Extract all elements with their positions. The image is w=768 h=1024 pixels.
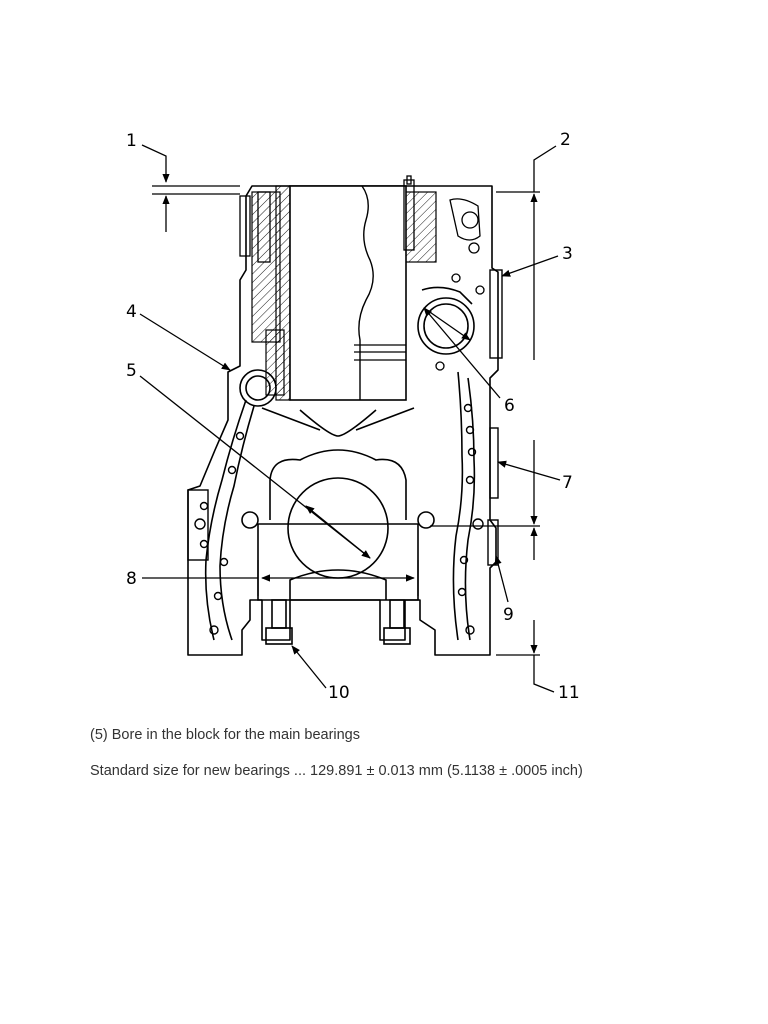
- item-description: (5) Bore in the block for the main beari…: [90, 727, 360, 743]
- callout-7: 7: [562, 473, 573, 493]
- callout-5: 5: [126, 361, 137, 381]
- left-flange: [187, 431, 245, 635]
- oil-passages: [435, 198, 485, 371]
- leader-lines: [139, 144, 561, 693]
- top-studs: [239, 175, 415, 263]
- callout-2: 2: [560, 130, 571, 150]
- callout-10: 10: [328, 683, 350, 703]
- callout-4: 4: [126, 302, 137, 322]
- main-bearing-bore: [261, 407, 415, 579]
- callout-9: 9: [503, 605, 514, 625]
- cylinder-liner: [251, 185, 437, 401]
- callout-3: 3: [562, 244, 573, 264]
- callout-6: 6: [504, 396, 515, 416]
- callout-1: 1: [126, 131, 137, 151]
- callout-labels: 1 2 3 4 5 6 7 8 9 10 11: [126, 130, 580, 703]
- callout-11: 11: [558, 683, 580, 703]
- specification-text: Standard size for new bearings ... 129.8…: [90, 763, 583, 779]
- callout-8: 8: [126, 569, 137, 589]
- balancer-bore: [239, 369, 277, 407]
- engine-block-diagram: 1 2 3 4 5 6 7 8 9 10 11: [126, 130, 580, 703]
- camshaft-bore: [417, 286, 475, 355]
